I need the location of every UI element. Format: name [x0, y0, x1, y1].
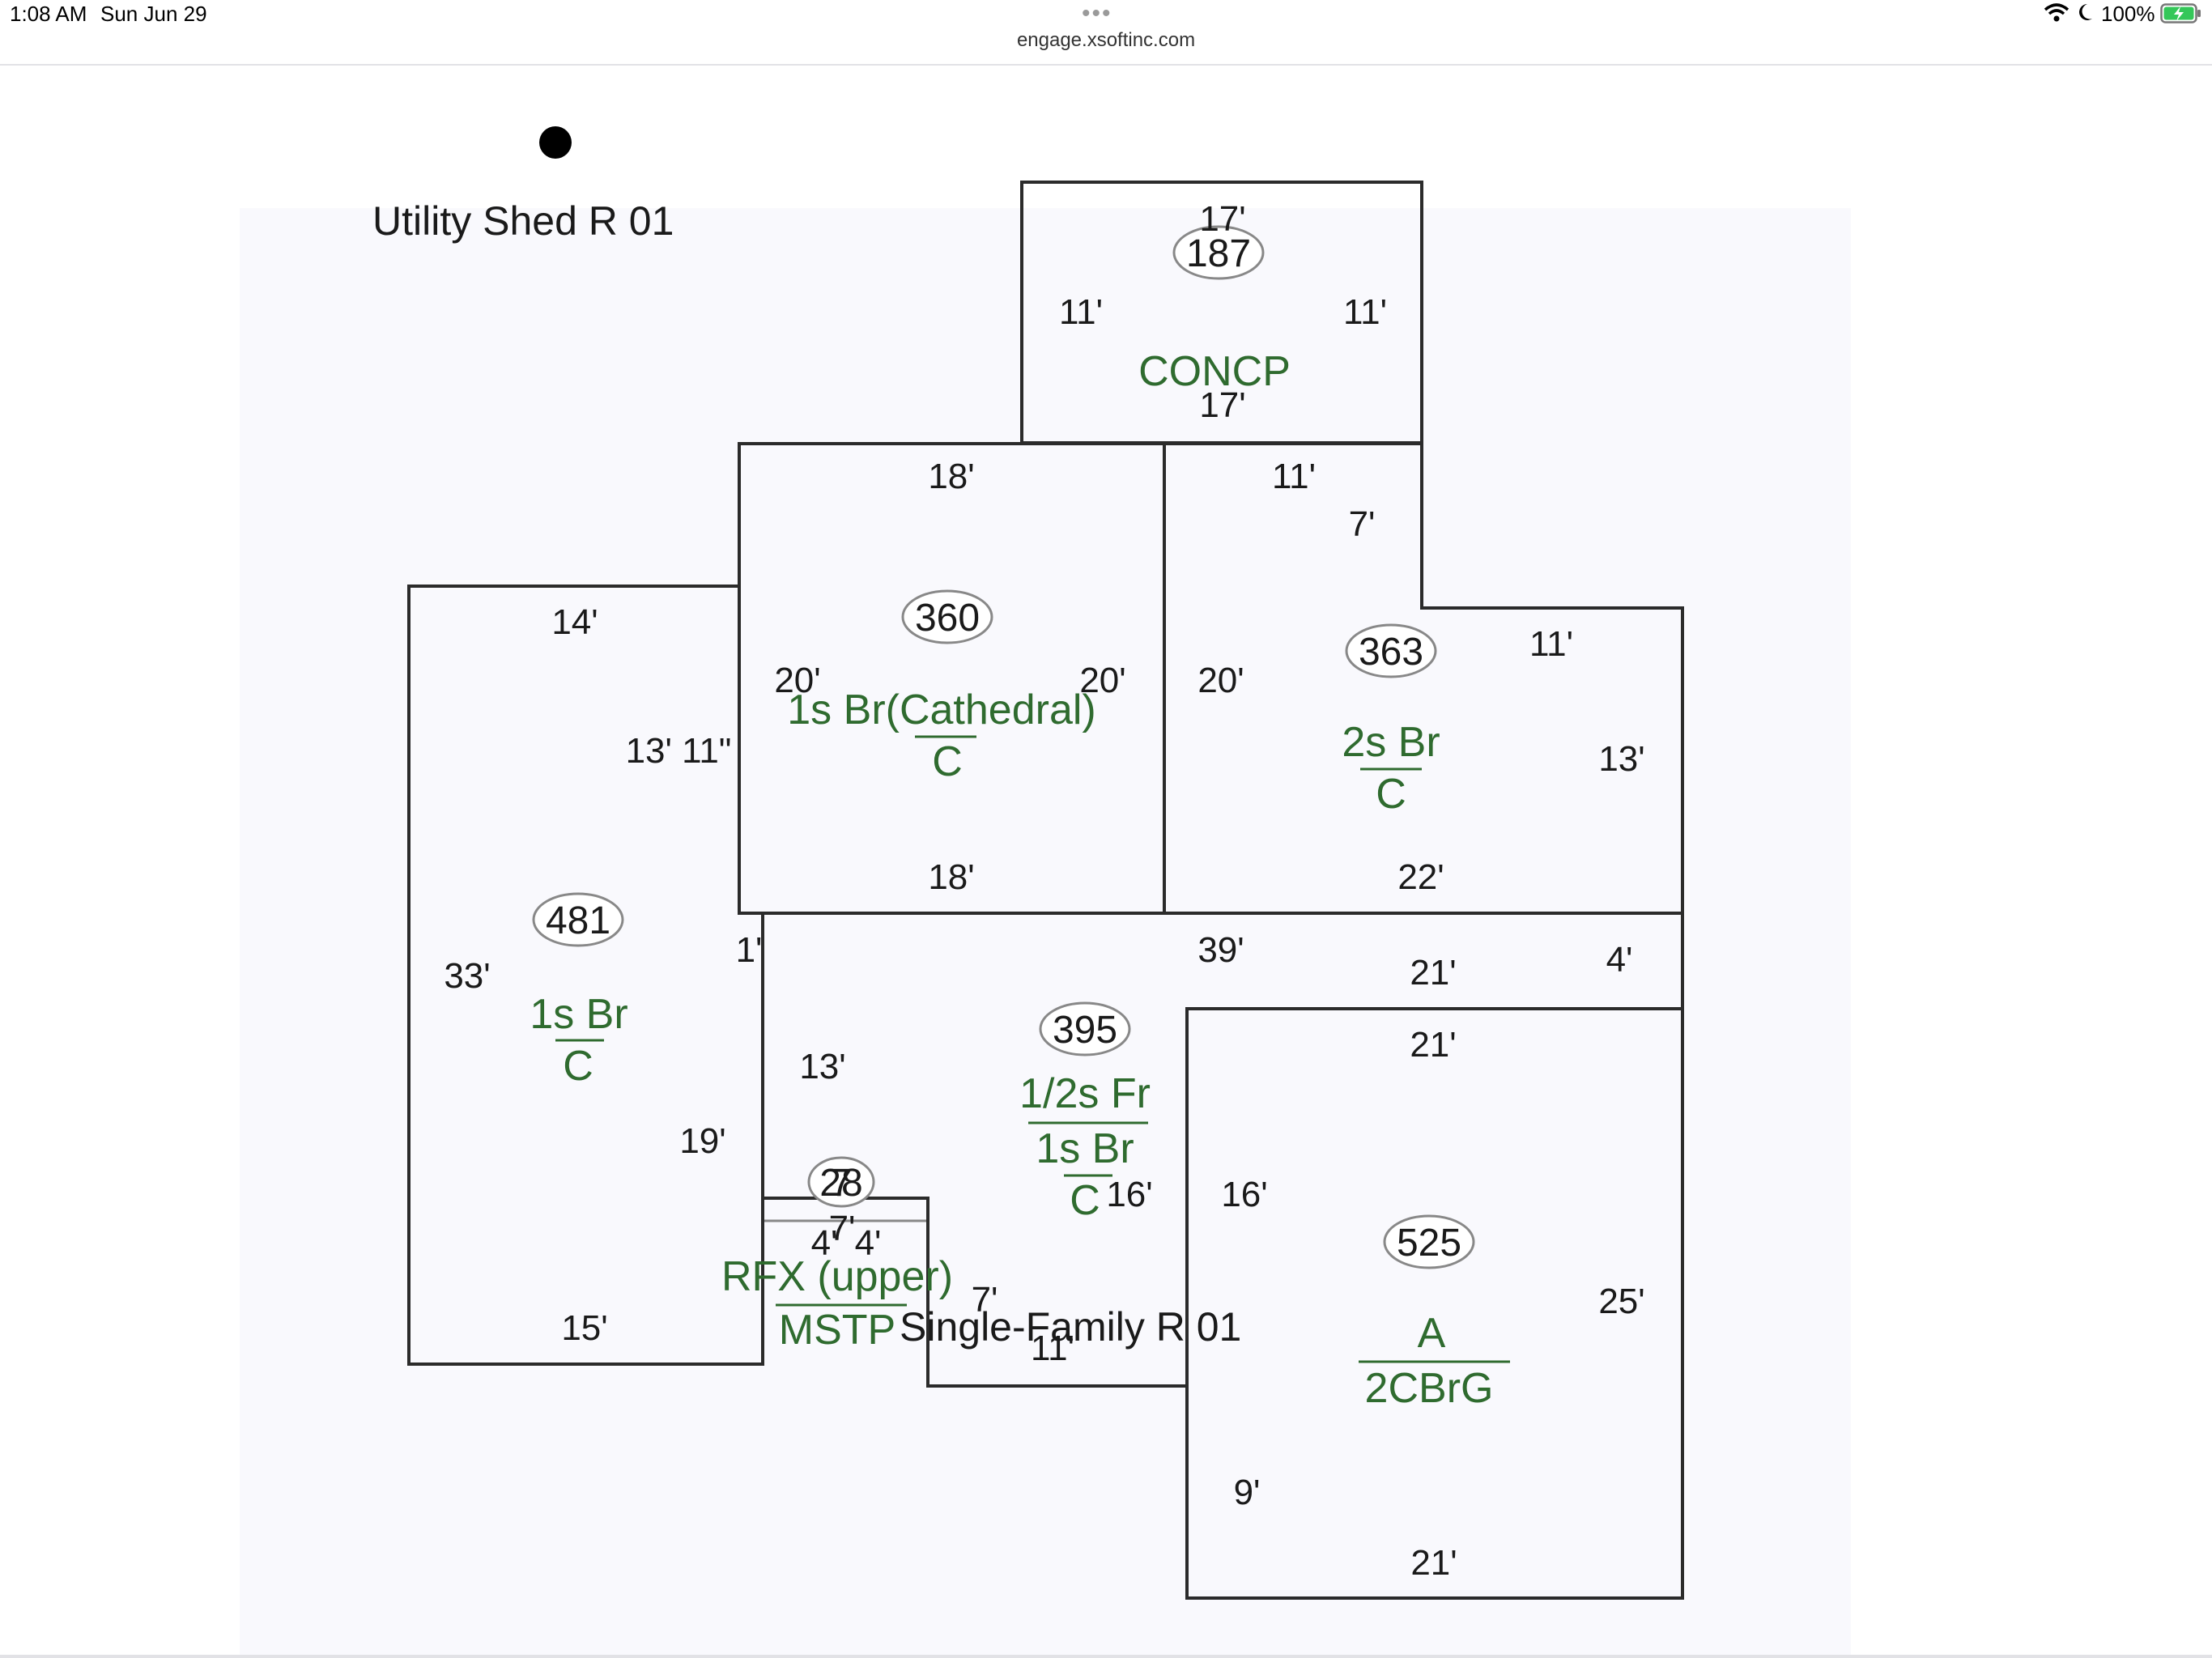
dim-label: 9'	[1234, 1473, 1261, 1512]
single-family-caption: Single-Family R 01	[900, 1304, 1241, 1350]
section-sublabel: C	[563, 1043, 593, 1090]
dim-label: 17'	[1199, 385, 1245, 425]
dim-label: 7'	[829, 1209, 856, 1248]
dim-label: 1'	[736, 930, 763, 970]
area-value: 363	[1359, 631, 1423, 674]
dim-label: 20'	[1079, 661, 1125, 700]
section-sublabel: C	[932, 738, 963, 785]
area-badge	[1383, 1214, 1475, 1269]
dim-label: 11'	[1529, 624, 1573, 664]
dim-label: 4'	[1606, 940, 1633, 980]
area-badge	[532, 892, 624, 947]
status-time: 1:08 AM	[10, 2, 87, 26]
dim-label: 13' 11"	[626, 731, 732, 771]
dim-label: 18'	[928, 457, 974, 496]
section-sublabel: C	[1376, 771, 1406, 818]
area-value: 187	[1186, 232, 1251, 275]
dim-label: 22'	[1397, 857, 1444, 897]
dim-label: 21'	[1410, 1025, 1456, 1065]
area-value: 481	[546, 899, 610, 942]
utility-shed-caption: Utility Shed R 01	[372, 198, 674, 244]
address-bar[interactable]: engage.xsoftinc.com	[1016, 29, 1196, 51]
dim-label: 18'	[928, 857, 974, 897]
dim-label: 16'	[1106, 1175, 1152, 1214]
battery-charging-icon	[2160, 3, 2202, 28]
garage-outline	[1185, 1007, 1684, 1600]
section-label: 1s Br(Cathedral)	[787, 687, 1095, 733]
bottom-edge	[0, 1655, 2212, 1658]
dim-label: 39'	[1197, 930, 1244, 970]
section-label: 1s Br	[530, 991, 627, 1038]
dim-label: 20'	[1197, 661, 1244, 700]
wifi-icon	[2044, 2, 2069, 28]
area-value: 7	[831, 1162, 853, 1205]
area-badge	[807, 1156, 875, 1208]
battery-percentage: 100%	[2101, 2, 2155, 26]
dim-label: 20'	[774, 661, 820, 700]
dim-label: 7'	[972, 1280, 998, 1320]
status-bar: 1:08 AM Sun Jun 29 ••• engage.xsoftinc.c…	[0, 0, 2212, 65]
browser-menu-dots[interactable]: •••	[1082, 0, 1112, 27]
left-wing-outline	[407, 585, 764, 1366]
section-label: 1/2s Fr	[1019, 1070, 1151, 1117]
area-badge	[1345, 623, 1437, 678]
section-sublabel: 2CBrG	[1365, 1365, 1494, 1412]
area-badge	[1039, 1001, 1131, 1056]
area-value: 28	[819, 1162, 862, 1205]
do-not-disturb-moon-icon	[2076, 2, 2094, 28]
dim-label: 7'	[1349, 504, 1376, 544]
dim-label: 11'	[1343, 292, 1387, 332]
section-label: RFX (upper)	[721, 1253, 953, 1300]
dim-label: 33'	[444, 956, 490, 996]
area-badge	[901, 589, 993, 644]
dim-label: 11'	[1272, 457, 1316, 496]
dim-label: 17'	[1199, 199, 1245, 239]
area-value: 525	[1397, 1222, 1461, 1265]
section-label: A	[1418, 1310, 1446, 1357]
dim-label: 14'	[551, 602, 598, 642]
dim-label: 4'	[811, 1223, 838, 1263]
status-date: Sun Jun 29	[100, 2, 207, 26]
dim-label: 13'	[1598, 739, 1644, 779]
utility-shed-marker	[539, 126, 572, 159]
toolbar-divider	[0, 64, 2212, 66]
section-label: CONCP	[1138, 348, 1291, 395]
center-top-outline	[763, 912, 1684, 1009]
area-value: 360	[915, 597, 980, 640]
dim-label: 19'	[679, 1121, 725, 1161]
section-label: 1s Br	[1036, 1125, 1134, 1172]
dim-label: 21'	[1410, 953, 1456, 993]
dim-label: 11'	[1031, 1329, 1074, 1368]
dim-label: 16'	[1221, 1175, 1267, 1214]
area-badge	[1172, 225, 1265, 280]
dim-label: 15'	[561, 1308, 607, 1348]
dim-label: 11'	[1059, 292, 1103, 332]
section-sublabel: MSTP	[779, 1307, 895, 1354]
area-value: 395	[1053, 1009, 1117, 1052]
section-label: 2s Br	[1342, 719, 1440, 766]
section-sublabel: C	[1070, 1177, 1100, 1224]
dim-label: 4'	[855, 1223, 882, 1263]
dim-label: 13'	[799, 1047, 845, 1086]
dim-label: 25'	[1598, 1282, 1644, 1321]
sketch-canvas	[240, 208, 1851, 1658]
dim-label: 21'	[1410, 1543, 1457, 1583]
